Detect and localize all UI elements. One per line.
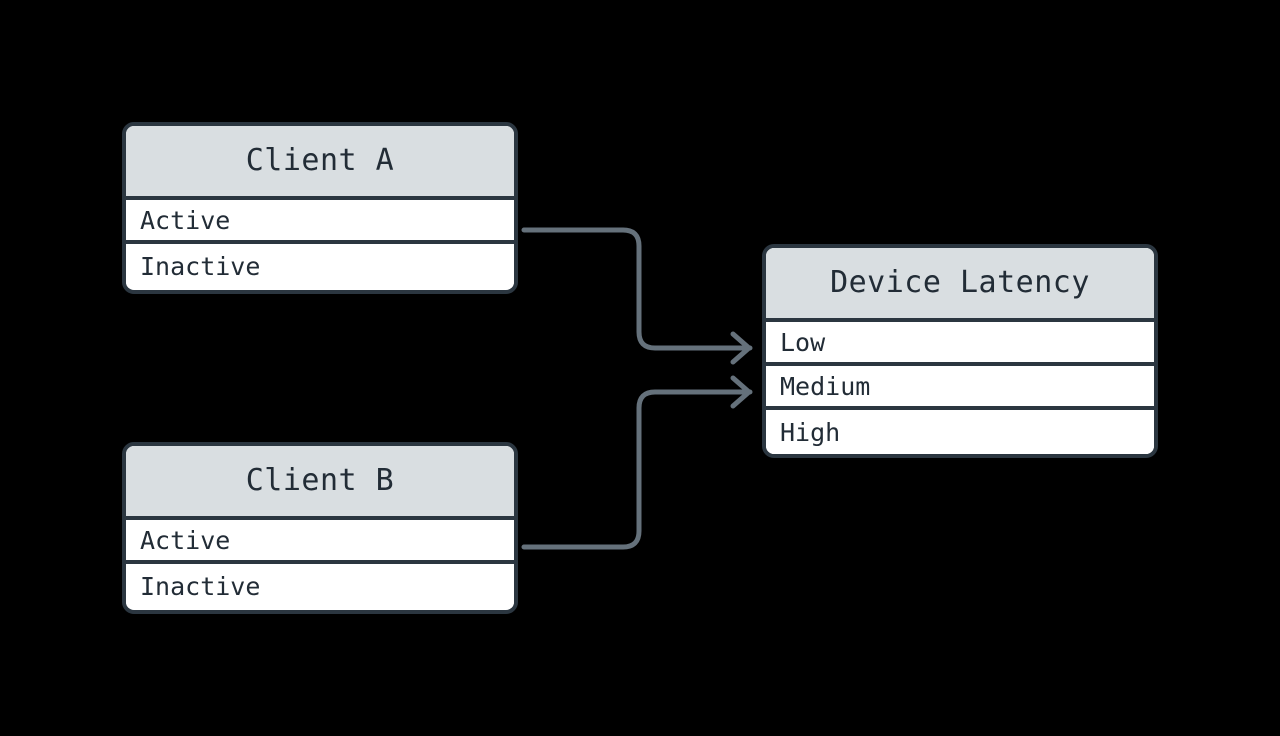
entity-device-latency-row-low[interactable]: Low bbox=[766, 322, 1154, 366]
entity-client-b-title: Client B bbox=[126, 446, 514, 520]
edge-client-a-active-to-low bbox=[521, 227, 753, 351]
entity-client-b-row-inactive[interactable]: Inactive bbox=[126, 564, 514, 608]
edge-client-a-active-to-low-arrowhead bbox=[730, 331, 752, 365]
entity-client-a-title: Client A bbox=[126, 126, 514, 200]
entity-client-a-row-active[interactable]: Active bbox=[126, 200, 514, 244]
edge-client-b-active-to-medium bbox=[521, 389, 753, 550]
entity-device-latency-title: Device Latency bbox=[766, 248, 1154, 322]
entity-device-latency-row-high[interactable]: High bbox=[766, 410, 1154, 454]
entity-client-a[interactable]: Client A Active Inactive bbox=[122, 122, 518, 294]
entity-client-b[interactable]: Client B Active Inactive bbox=[122, 442, 518, 614]
edge-client-b-active-to-medium-arrowhead bbox=[730, 375, 752, 409]
entity-client-a-row-inactive[interactable]: Inactive bbox=[126, 244, 514, 288]
entity-device-latency[interactable]: Device Latency Low Medium High bbox=[762, 244, 1158, 458]
entity-client-b-row-active[interactable]: Active bbox=[126, 520, 514, 564]
entity-device-latency-row-medium[interactable]: Medium bbox=[766, 366, 1154, 410]
